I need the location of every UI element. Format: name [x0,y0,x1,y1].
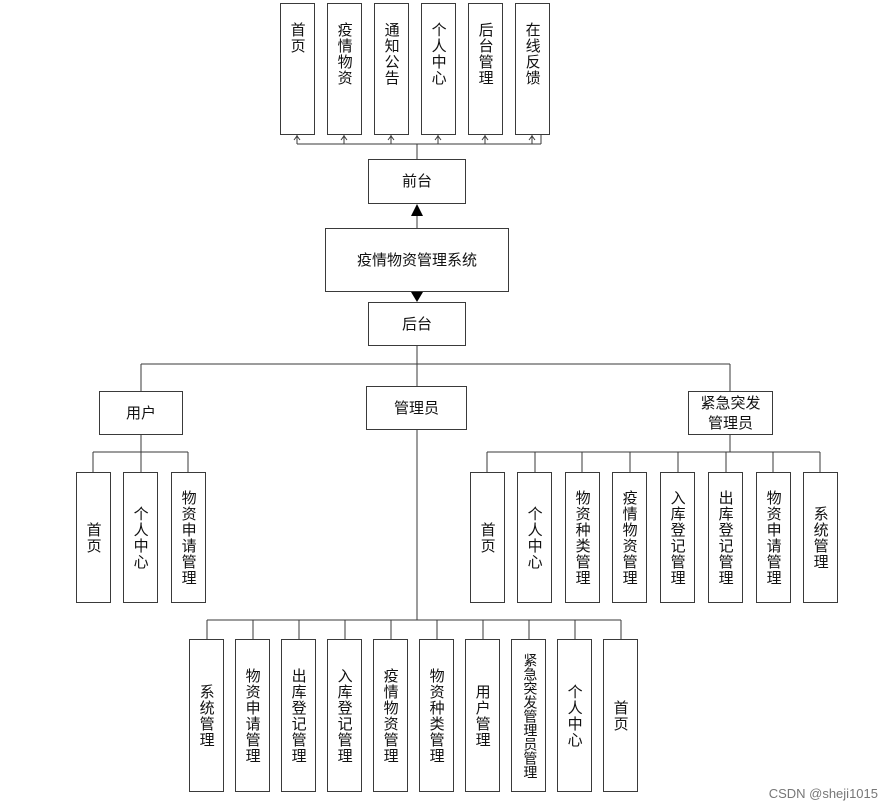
emergency-item-home: 首页 [470,472,505,603]
front-item-supplies: 疫情物资 [327,3,362,135]
front-branch-arrow [387,135,395,141]
admin-item-supply-requests: 物资申请管理 [235,639,270,792]
arrow-up-icon [411,204,423,216]
watermark: CSDN @sheji1015 [768,786,878,801]
front-item-feedback: 在线反馈 [515,3,550,135]
front-branch-arrow [434,135,442,141]
admin-item-personal-center: 个人中心 [557,639,592,792]
admin-item-system-mgmt: 系统管理 [189,639,224,792]
arrow-down-icon [411,292,423,302]
user-item-supply-requests: 物资申请管理 [171,472,206,603]
back-node: 后台 [368,302,466,346]
emergency-item-outbound-mgmt: 出库登记管理 [708,472,743,603]
emergency-item-personal-center: 个人中心 [517,472,552,603]
admin-role-node: 管理员 [366,386,467,430]
user-item-personal-center: 个人中心 [123,472,158,603]
front-branch-arrow [528,135,536,141]
admin-item-user-mgmt: 用户管理 [465,639,500,792]
admin-item-home: 首页 [603,639,638,792]
user-role-node: 用户 [99,391,183,435]
front-item-backend: 后台管理 [468,3,503,135]
front-node: 前台 [368,159,466,204]
emergency-item-supply-requests: 物资申请管理 [756,472,791,603]
user-item-home: 首页 [76,472,111,603]
root-node: 疫情物资管理系统 [325,228,509,292]
emergency-item-inbound-mgmt: 入库登记管理 [660,472,695,603]
front-item-personal-center: 个人中心 [421,3,456,135]
emergency-item-supplies-mgmt: 疫情物资管理 [612,472,647,603]
admin-item-category-mgmt: 物资种类管理 [419,639,454,792]
admin-item-inbound-mgmt: 入库登记管理 [327,639,362,792]
front-branch-arrow [340,135,348,141]
admin-item-emergency-admin-mgmt: 紧急突发管理员管理 [511,639,546,792]
emergency-item-system-mgmt: 系统管理 [803,472,838,603]
admin-item-supplies-mgmt: 疫情物资管理 [373,639,408,792]
front-item-notices: 通知公告 [374,3,409,135]
front-branch-arrow [481,135,489,141]
admin-item-outbound-mgmt: 出库登记管理 [281,639,316,792]
front-item-home: 首页 [280,3,315,135]
front-branch-arrow [293,135,301,141]
emergency-admin-role-node: 紧急突发管理员 [688,391,773,435]
emergency-item-category-mgmt: 物资种类管理 [565,472,600,603]
